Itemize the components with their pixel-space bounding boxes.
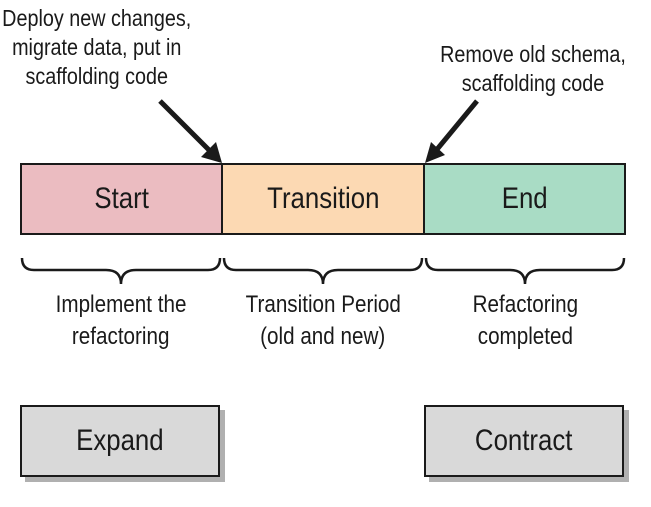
start-segment: Start bbox=[22, 165, 222, 233]
end-description-line-2: completed bbox=[477, 323, 573, 350]
timeline-bar: Start Transition End bbox=[20, 163, 626, 235]
expand-label: Expand bbox=[76, 424, 164, 457]
start-description-line-2: refactoring bbox=[72, 323, 170, 350]
transition-brace bbox=[222, 257, 424, 285]
remove-annotation: Remove old schema, scaffolding code bbox=[434, 40, 632, 98]
transition-segment: Transition bbox=[221, 165, 423, 233]
deploy-annotation-line-3: scaffolding code bbox=[25, 63, 169, 89]
remove-annotation-line-2: scaffolding code bbox=[461, 70, 605, 96]
transition-label: Transition bbox=[266, 182, 380, 215]
start-description-line-1: Implement the bbox=[55, 291, 187, 318]
contract-phase-box: Contract bbox=[424, 405, 624, 477]
deploy-arrow bbox=[158, 99, 222, 163]
start-label: Start bbox=[94, 182, 149, 215]
transition-description: Transition Period (old and new) bbox=[222, 289, 424, 353]
deploy-annotation: Deploy new changes, migrate data, put in… bbox=[0, 4, 194, 91]
end-label: End bbox=[501, 182, 548, 215]
transition-description-line-1: Transition Period bbox=[245, 291, 401, 318]
end-segment: End bbox=[422, 165, 624, 233]
remove-annotation-line-1: Remove old schema, bbox=[440, 41, 626, 67]
deploy-annotation-line-1: Deploy new changes, bbox=[2, 5, 192, 31]
end-description: Refactoring completed bbox=[424, 289, 626, 353]
contract-label: Contract bbox=[475, 424, 573, 457]
end-description-line-1: Refactoring bbox=[472, 291, 578, 318]
remove-arrow bbox=[425, 99, 479, 163]
transition-description-line-2: (old and new) bbox=[260, 323, 386, 350]
expand-phase-box: Expand bbox=[20, 405, 220, 477]
end-brace bbox=[424, 257, 626, 285]
deploy-annotation-line-2: migrate data, put in bbox=[12, 34, 182, 60]
start-brace bbox=[20, 257, 222, 285]
start-description: Implement the refactoring bbox=[20, 289, 222, 353]
